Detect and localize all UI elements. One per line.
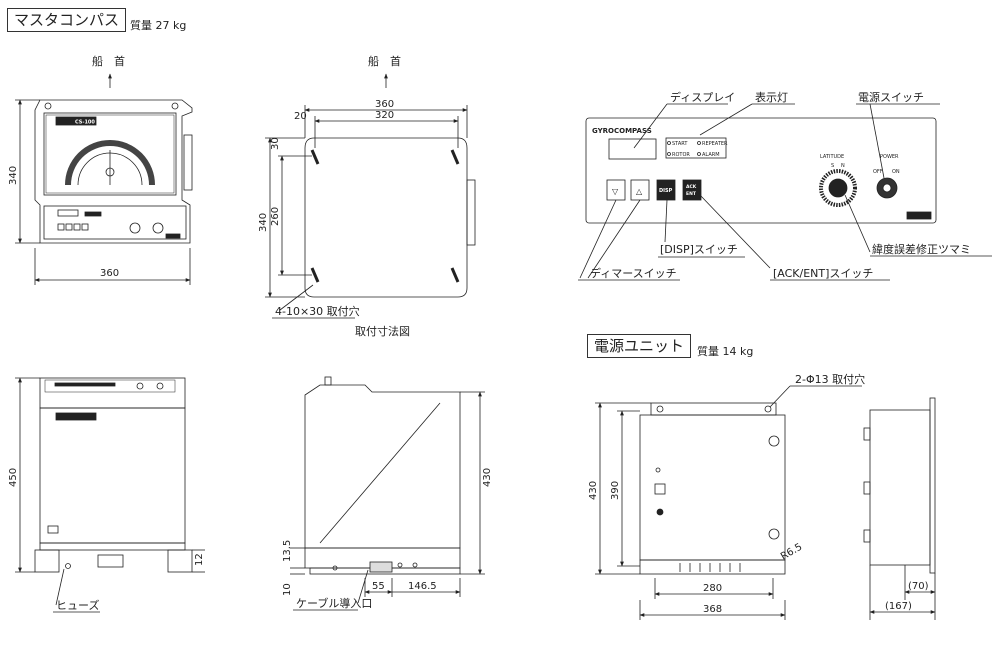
mount-height-outer: 340 [258, 213, 269, 232]
pu-width-outer: 368 [703, 604, 722, 615]
disp-key-label: DISP [659, 188, 673, 194]
lat-south: S [831, 163, 834, 169]
mount-offset: 20 [294, 111, 307, 122]
profile-h1-dim: 13.5 [282, 540, 293, 562]
ent-key-label: ENT [686, 191, 697, 197]
callout-latitude-knob: 緯度誤差修正ツマミ [872, 242, 971, 256]
pu-side-d1: (70) [908, 581, 929, 592]
lamp-rotor: ROTOR [672, 152, 690, 158]
side-foot-dim: 12 [194, 553, 205, 566]
power-unit-holes-callout: 2-Φ13 取付穴 [795, 372, 865, 386]
ack-key-label: ACK [686, 184, 697, 190]
mount-width-outer: 360 [375, 99, 394, 110]
lamp-start: START [672, 141, 688, 147]
mount-holes-callout: 4-10×30 取付穴 [275, 304, 360, 318]
model-tag: CS-100 [75, 120, 95, 126]
power-unit-side: (70) (167) [863, 397, 936, 620]
profile-d1-dim: 55 [372, 581, 385, 592]
front-height-dim: 340 [8, 166, 19, 185]
power-unit-label: 電源ユニット [587, 334, 692, 358]
mount-height-top: 30 [270, 137, 281, 150]
master-side-view: 450 12 ヒューズ [8, 377, 205, 613]
latitude-label: LATITUDE [820, 154, 844, 160]
control-panel: GYROCOMPASS START REPEATER ROTOR ALARM ▽… [578, 90, 992, 281]
panel-brand: GYROCOMPASS [592, 127, 652, 135]
power-unit-front: 2-Φ13 取付穴 430 390 R6.5 280 368 [588, 372, 865, 620]
profile-h2-dim: 10 [282, 583, 293, 596]
pu-height-inner: 390 [610, 481, 621, 500]
callout-dimmer-switch: ディマースイッチ [590, 266, 677, 280]
mount-width-inner: 320 [375, 110, 394, 121]
profile-height-dim: 430 [482, 468, 493, 487]
panel-display [608, 138, 657, 160]
front-width-dim: 360 [100, 268, 119, 279]
pu-side-d2: (167) [885, 601, 912, 612]
lamp-alarm: ALARM [702, 152, 720, 158]
bow-label-1: 船 首 [92, 54, 125, 68]
power-unit-weight: 質量 14 kg [697, 345, 754, 358]
pu-radius: R6.5 [779, 542, 804, 563]
bow-label-2: 船 首 [368, 54, 401, 68]
panel-frame [585, 117, 937, 224]
power-label: POWER [880, 154, 899, 160]
power-off: OFF [873, 169, 883, 175]
callout-display: ディスプレイ [670, 90, 735, 104]
callout-power-switch: 電源スイッチ [858, 90, 924, 104]
master-compass-weight: 質量 27 kg [130, 19, 187, 32]
callout-disp-switch: [DISP]スイッチ [660, 243, 738, 256]
profile-d2-dim: 146.5 [408, 581, 437, 592]
power-on: ON [892, 169, 900, 175]
pu-width-inner: 280 [703, 583, 722, 594]
pu-height-outer: 430 [588, 481, 599, 500]
lat-north: N [841, 163, 845, 169]
master-compass-label: マスタコンパス [7, 8, 127, 32]
fuse-callout: ヒューズ [56, 598, 99, 612]
master-mount-view: 船 首 360 320 20 340 260 30 4-10×30 取付穴 [258, 54, 476, 338]
cable-entry-callout: ケーブル導入口 [296, 596, 372, 610]
side-height-dim: 450 [8, 468, 19, 487]
mount-caption: 取付寸法図 [355, 324, 410, 338]
callout-indicator: 表示灯 [755, 90, 788, 104]
lamp-repeater: REPEATER [702, 141, 728, 147]
svg-text:△: △ [636, 187, 643, 196]
master-front-view: 船 首 CS-100 360 340 [8, 54, 193, 285]
mount-height-inner: 260 [270, 207, 281, 226]
callout-ack-switch: [ACK/ENT]スイッチ [773, 267, 873, 280]
master-profile-view: 430 13.5 10 55 146.5 ケーブル導入口 [282, 376, 493, 611]
svg-text:▽: ▽ [612, 187, 619, 196]
